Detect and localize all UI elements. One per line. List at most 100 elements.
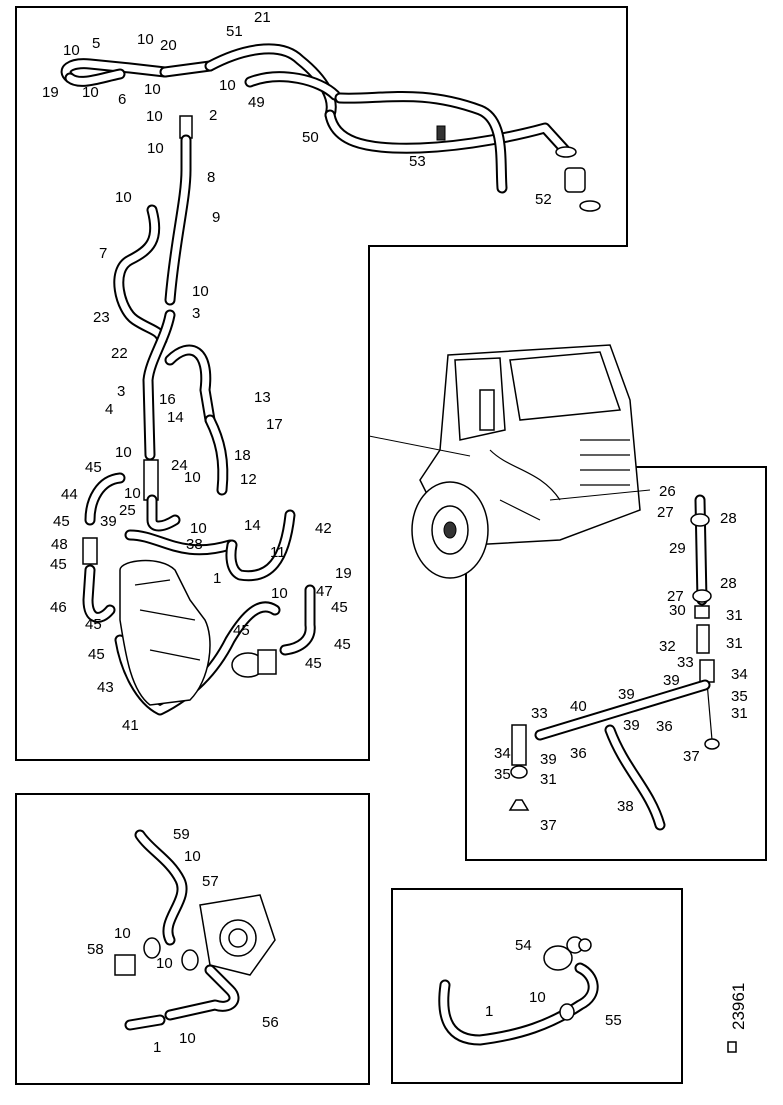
callout-13: 13	[254, 389, 271, 406]
callout-39: 39	[663, 672, 680, 689]
callout-50: 50	[302, 129, 319, 146]
callout-16: 16	[159, 391, 176, 408]
callout-55: 55	[605, 1012, 622, 1029]
callout-27: 27	[657, 504, 674, 521]
callout-10: 10	[82, 84, 99, 101]
callout-10: 10	[144, 81, 161, 98]
callout-43: 43	[97, 679, 114, 696]
callout-1: 1	[485, 1003, 493, 1020]
callout-36: 36	[570, 745, 587, 762]
callout-45: 45	[305, 655, 322, 672]
callout-17: 17	[266, 416, 283, 433]
callout-3: 3	[192, 305, 200, 322]
callout-46: 46	[50, 599, 67, 616]
callout-5: 5	[92, 35, 100, 52]
callout-10: 10	[190, 520, 207, 537]
callout-10: 10	[147, 140, 164, 157]
callout-45: 45	[233, 622, 250, 639]
callout-31: 31	[726, 607, 743, 624]
callout-42: 42	[315, 520, 332, 537]
callout-10: 10	[179, 1030, 196, 1047]
callout-37: 37	[683, 748, 700, 765]
callout-33: 33	[677, 654, 694, 671]
callout-10: 10	[115, 189, 132, 206]
callout-31: 31	[731, 705, 748, 722]
detail-panel-bottom-right-frame	[391, 888, 683, 1084]
callout-59: 59	[173, 826, 190, 843]
callout-2: 2	[209, 107, 217, 124]
callout-10: 10	[184, 469, 201, 486]
callout-33: 33	[531, 705, 548, 722]
detail-bottom-left-parts	[114, 829, 276, 1031]
callout-6: 6	[118, 91, 126, 108]
callout-35: 35	[731, 688, 748, 705]
callout-58: 58	[87, 941, 104, 958]
callout-22: 22	[111, 345, 128, 362]
callout-49: 49	[248, 94, 265, 111]
main-panel-hoses	[60, 43, 601, 716]
callout-32: 32	[659, 638, 676, 655]
callout-44: 44	[61, 486, 78, 503]
callout-10: 10	[137, 31, 154, 48]
callout-56: 56	[262, 1014, 279, 1031]
callout-8: 8	[207, 169, 215, 186]
detail-panel-bottom-left-frame	[15, 793, 370, 1085]
callout-29: 29	[669, 540, 686, 557]
callout-7: 7	[99, 245, 107, 262]
callout-14: 14	[244, 517, 261, 534]
callout-51: 51	[226, 23, 243, 40]
callout-10: 10	[146, 108, 163, 125]
callout-39: 39	[540, 751, 557, 768]
main-panel-frame	[15, 6, 628, 761]
callout-28: 28	[720, 510, 737, 527]
callout-10: 10	[124, 485, 141, 502]
callout-45: 45	[53, 513, 70, 530]
callout-45: 45	[88, 646, 105, 663]
callout-34: 34	[731, 666, 748, 683]
sheet-marker	[727, 1041, 737, 1053]
truck-illustration	[368, 344, 651, 579]
callout-21: 21	[254, 9, 271, 26]
callout-10: 10	[529, 989, 546, 1006]
detail-bottom-right-parts	[438, 936, 599, 1046]
callout-28: 28	[720, 575, 737, 592]
callout-36: 36	[656, 718, 673, 735]
callout-14: 14	[167, 409, 184, 426]
callout-24: 24	[171, 457, 188, 474]
callout-35: 35	[494, 766, 511, 783]
callout-38: 38	[617, 798, 634, 815]
callout-12: 12	[240, 471, 257, 488]
callout-10: 10	[156, 955, 173, 972]
callout-54: 54	[515, 937, 532, 954]
callout-19: 19	[42, 84, 59, 101]
callout-45: 45	[331, 599, 348, 616]
callout-47: 47	[316, 583, 333, 600]
callout-10: 10	[184, 848, 201, 865]
callout-18: 18	[234, 447, 251, 464]
callout-10: 10	[271, 585, 288, 602]
callout-10: 10	[115, 444, 132, 461]
callout-45: 45	[85, 459, 102, 476]
callout-52: 52	[535, 191, 552, 208]
callout-20: 20	[160, 37, 177, 54]
callout-39: 39	[623, 717, 640, 734]
detail-right-parts	[508, 494, 720, 831]
callout-1: 1	[213, 570, 221, 587]
callout-11: 11	[270, 544, 286, 561]
callout-39: 39	[618, 686, 635, 703]
callout-31: 31	[726, 635, 743, 652]
callout-19: 19	[335, 565, 352, 582]
callout-10: 10	[63, 42, 80, 59]
callout-10: 10	[219, 77, 236, 94]
callout-3: 3	[117, 383, 125, 400]
callout-27: 27	[667, 588, 684, 605]
callout-26: 26	[659, 483, 676, 500]
callout-10: 10	[192, 283, 209, 300]
callout-10: 10	[114, 925, 131, 942]
callout-48: 48	[51, 536, 68, 553]
callout-45: 45	[50, 556, 67, 573]
panel-frames	[15, 6, 767, 1085]
callout-4: 4	[105, 401, 113, 418]
